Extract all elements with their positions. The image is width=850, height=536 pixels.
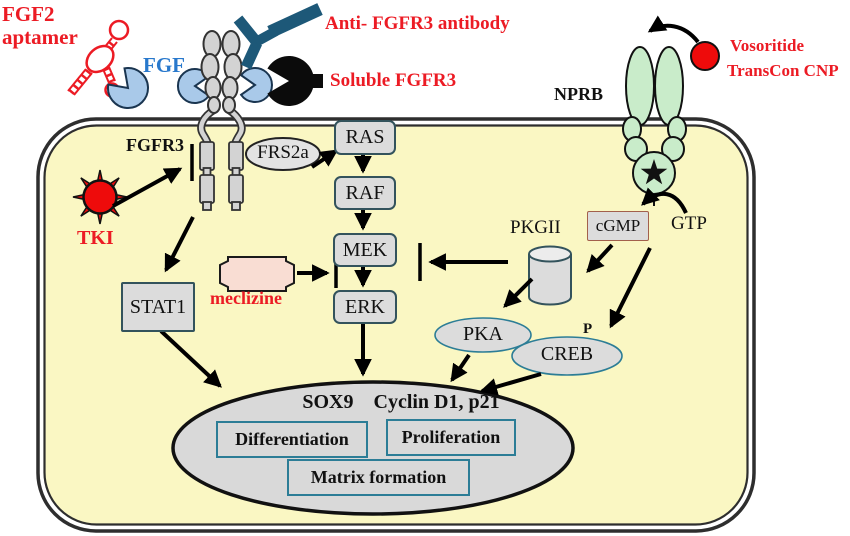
fgfr3-receptor <box>176 30 273 211</box>
soluble-fgfr3-label: Soluble FGFR3 <box>330 70 457 91</box>
arrow-gtp-cgmp <box>641 187 688 214</box>
arrow-fgfr3-stat1 <box>164 216 195 273</box>
fgf2-aptamer-label-line2: aptamer <box>2 25 78 49</box>
gtp-label: GTP <box>671 213 707 234</box>
node-cgmp: cGMP <box>587 211 649 241</box>
arrow-tki-fgfr3 <box>112 167 183 208</box>
transcon-cnp-label: TransCon CNP <box>727 61 839 80</box>
frs2a-label: FRS2a <box>257 142 309 163</box>
cyclin-p21-label: Cyclin D1, p21 <box>373 391 500 413</box>
antibody-icon <box>233 3 323 70</box>
arrow-creb-outcome <box>479 372 542 396</box>
matrix-formation-text: Matrix formation <box>310 467 447 487</box>
arrow-gtp-creb <box>609 247 652 329</box>
pka-label: PKA <box>462 323 503 345</box>
proliferation-text: Proliferation <box>401 427 501 447</box>
fgfr3-label: FGFR3 <box>126 135 184 155</box>
tki-label: TKI <box>77 227 114 249</box>
arrow-pkgii-pka <box>503 277 534 308</box>
fgf-label: FGF <box>143 53 185 77</box>
cgmp-text: cGMP <box>595 216 641 235</box>
meclizine-label: meclizine <box>210 288 282 308</box>
differentiation-box: Differentiation <box>216 421 368 458</box>
node-stat1: STAT1 <box>121 282 195 332</box>
fgf-ligand-bound-right-icon <box>239 67 273 103</box>
pathway-arrows <box>112 15 700 396</box>
node-erk: ERK <box>333 290 397 324</box>
fgf2-aptamer-label-line1: FGF2 <box>2 2 55 26</box>
sox9-label: SOX9 <box>302 391 354 413</box>
tki-sun-icon <box>72 169 128 225</box>
outcome-header: SOX9 Cyclin D1, p21 <box>173 391 601 414</box>
matrix-formation-box: Matrix formation <box>287 459 470 496</box>
vosoritide-label: Vosoritide <box>730 36 804 55</box>
arrow-frs2a-ras <box>310 149 339 169</box>
differentiation-text: Differentiation <box>235 429 349 449</box>
pka-ellipse <box>434 317 532 353</box>
stat1-text: STAT1 <box>129 295 187 318</box>
soluble-fgfr3-icon <box>267 56 323 107</box>
node-ras: RAS <box>334 120 396 155</box>
arrow-stat1-outcome <box>159 329 222 388</box>
phospho-label: P <box>583 321 593 337</box>
fgf-ligand-icon <box>106 66 149 109</box>
node-raf: RAF <box>334 176 396 210</box>
arrow-cnp-nprb <box>647 15 700 44</box>
star-icon <box>640 159 668 185</box>
pkgii-cylinder-icon <box>528 245 572 306</box>
outcome-ellipse <box>171 380 575 516</box>
creb-ellipse <box>511 336 623 376</box>
meclizine-pill-icon <box>219 256 295 292</box>
arrow-pka-outcome <box>450 353 471 383</box>
nprb-label: NPRB <box>554 84 603 104</box>
nprb-receptor <box>622 46 687 206</box>
mek-text: MEK <box>342 238 388 261</box>
node-mek: MEK <box>333 233 397 267</box>
erk-text: ERK <box>345 295 385 318</box>
raf-text: RAF <box>345 181 385 204</box>
arrow-cgmp-pkgii <box>586 243 614 273</box>
proliferation-box: Proliferation <box>386 419 516 456</box>
anti-fgfr3-antibody-label: Anti- FGFR3 antibody <box>325 13 510 34</box>
ras-text: RAS <box>345 126 385 148</box>
pkgii-label: PKGII <box>510 217 561 238</box>
creb-label: CREB <box>540 343 594 365</box>
cnp-ligand-icon <box>690 41 720 71</box>
